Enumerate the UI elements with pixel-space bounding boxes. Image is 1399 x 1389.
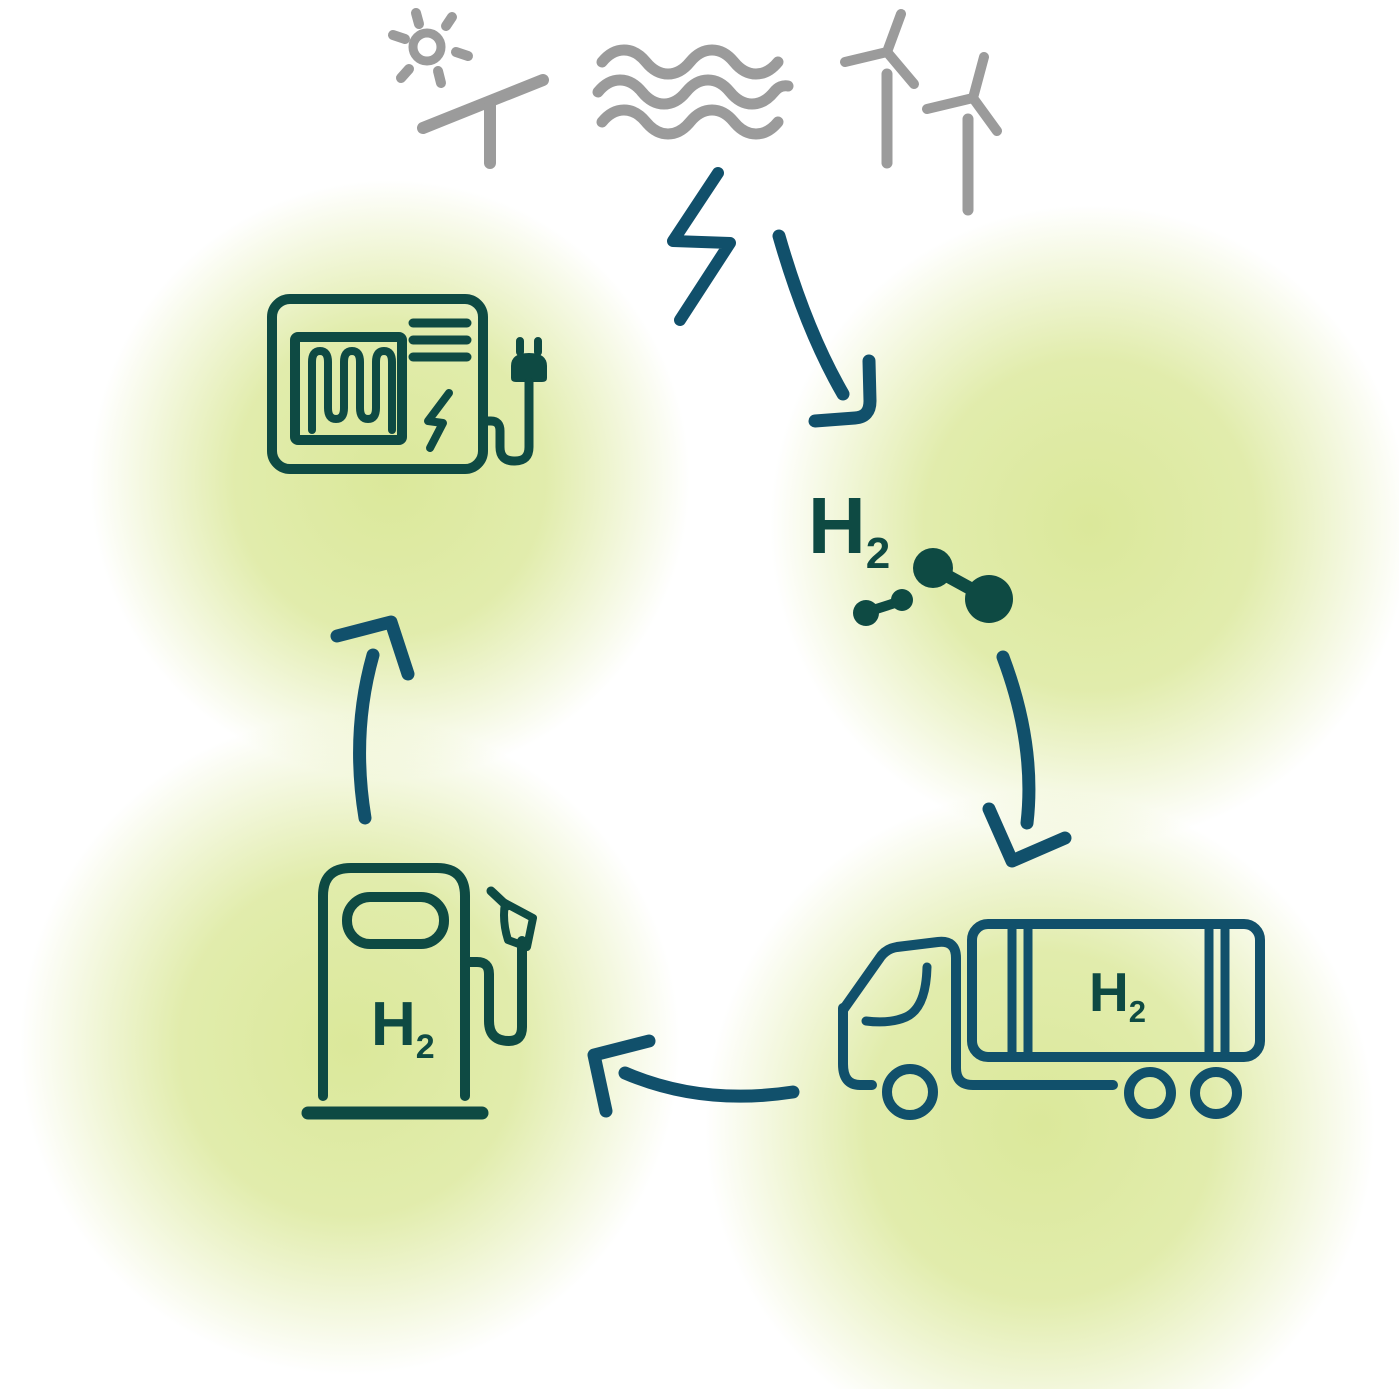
arrow-electricity-to-production bbox=[772, 229, 877, 428]
glow-blob bbox=[20, 715, 680, 1375]
power-plug-icon bbox=[478, 337, 547, 466]
power-cord bbox=[478, 377, 534, 466]
renewable-sources bbox=[388, 8, 1002, 216]
pump-display bbox=[342, 892, 449, 949]
glow-blob bbox=[770, 205, 1399, 845]
hydrogen-pump-icon: H2 bbox=[301, 863, 537, 1120]
truck-rear-wheel bbox=[1190, 1067, 1242, 1119]
fuel-cell-icon bbox=[267, 294, 547, 474]
membrane-coil-icon bbox=[308, 347, 396, 434]
h2-label-production: H2 bbox=[808, 481, 890, 578]
pump-hose bbox=[460, 936, 527, 1046]
water-waves-icon bbox=[592, 44, 794, 140]
small-lightning-icon bbox=[424, 389, 453, 452]
hydrogen-truck-icon: H2 bbox=[838, 919, 1265, 1120]
arrow-production-to-transport bbox=[982, 650, 1072, 868]
truck-h2-tank bbox=[967, 919, 1265, 1062]
pump-nozzle bbox=[486, 886, 537, 951]
truck-front-wheel bbox=[882, 1064, 938, 1120]
h2-label-refueling: H2 bbox=[371, 990, 435, 1066]
h2-molecule-icon bbox=[853, 548, 1013, 626]
arrow-refueling-to-power-use bbox=[330, 615, 415, 825]
wind-turbine-icon bbox=[840, 9, 919, 169]
vent-lines-icon bbox=[408, 318, 472, 362]
arrow-transport-to-refueling bbox=[587, 1034, 800, 1118]
sun-icon bbox=[388, 8, 473, 88]
fuel-cell-window bbox=[290, 332, 407, 445]
glow-blobs bbox=[20, 180, 1399, 1389]
wind-turbine-icon bbox=[922, 52, 1002, 216]
h2-label-transport: H2 bbox=[1089, 961, 1146, 1029]
truck-rear-wheel bbox=[1124, 1067, 1176, 1119]
lightning-bolt-icon bbox=[667, 167, 736, 326]
glow-blob bbox=[90, 180, 690, 780]
solar-panel-icon bbox=[417, 74, 549, 169]
